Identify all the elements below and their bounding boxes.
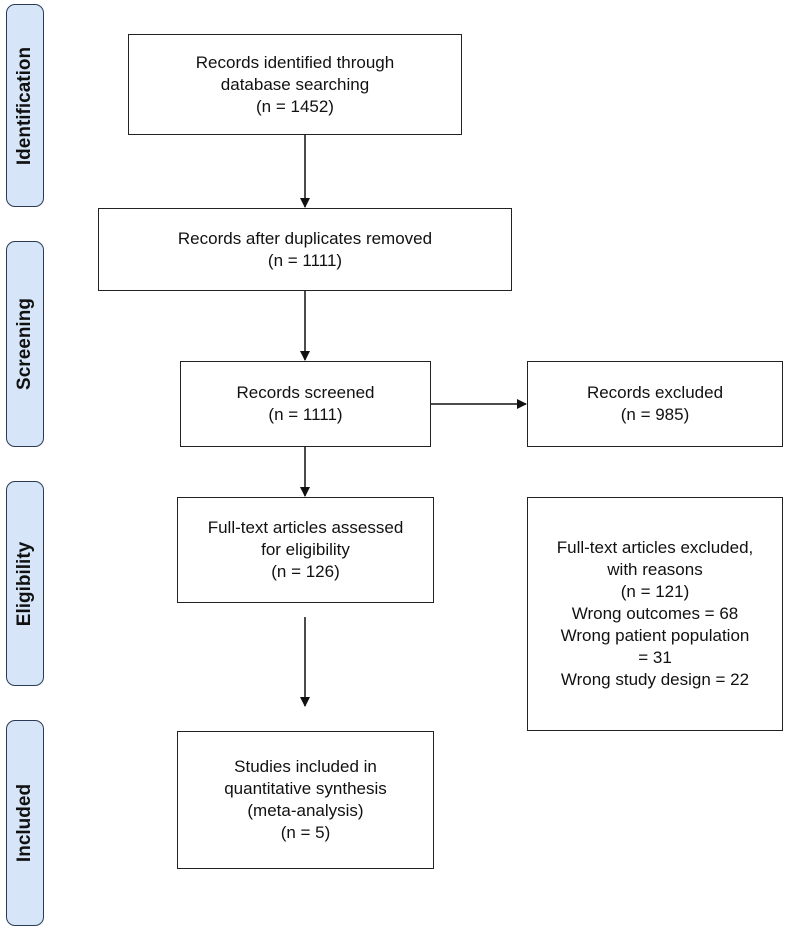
box-fulltext-assessed: Full-text articles assessed for eligibil… [177,497,434,603]
box-records-excluded: Records excluded (n = 985) [527,361,783,447]
line: Full-text articles excluded, [556,538,754,557]
stage-identification: Identification [6,4,44,207]
line: with reasons [607,560,703,579]
line: Studies included in [234,757,377,776]
line: = 31 [638,648,672,667]
line: Records identified through [195,52,395,72]
line: (n = 985) [620,405,690,424]
line: Wrong study design = 22 [560,670,750,689]
line: Records screened [236,383,375,402]
line: Wrong patient population [560,626,750,645]
line: for eligibility [261,540,350,559]
line: (n = 5) [280,823,331,842]
box-records-screened: Records screened (n = 1111) [180,361,431,447]
stage-screening: Screening [6,241,44,447]
line: (n = 1452) [256,96,334,116]
box-records-deduplicated: Records after duplicates removed (n = 11… [98,208,512,291]
line: (n = 1111) [268,405,343,424]
stage-included: Included [6,720,44,926]
line: (meta-analysis) [247,801,364,820]
line: (n = 121) [620,582,690,601]
line: Wrong outcomes = 68 [571,604,739,623]
line: Records after duplicates removed [177,228,433,248]
line: Full-text articles assessed [207,518,404,537]
box-records-identified: Records identified through database sear… [128,34,462,135]
box-fulltext-excluded: Full-text articles excluded, with reason… [527,497,783,731]
line: (n = 126) [271,562,340,581]
line: (n = 1111) [267,250,343,270]
line: database searching [220,74,370,94]
line: Records excluded [586,383,724,402]
line: quantitative synthesis [224,779,387,798]
stage-eligibility: Eligibility [6,481,44,686]
box-studies-included: Studies included in quantitative synthes… [177,731,434,869]
